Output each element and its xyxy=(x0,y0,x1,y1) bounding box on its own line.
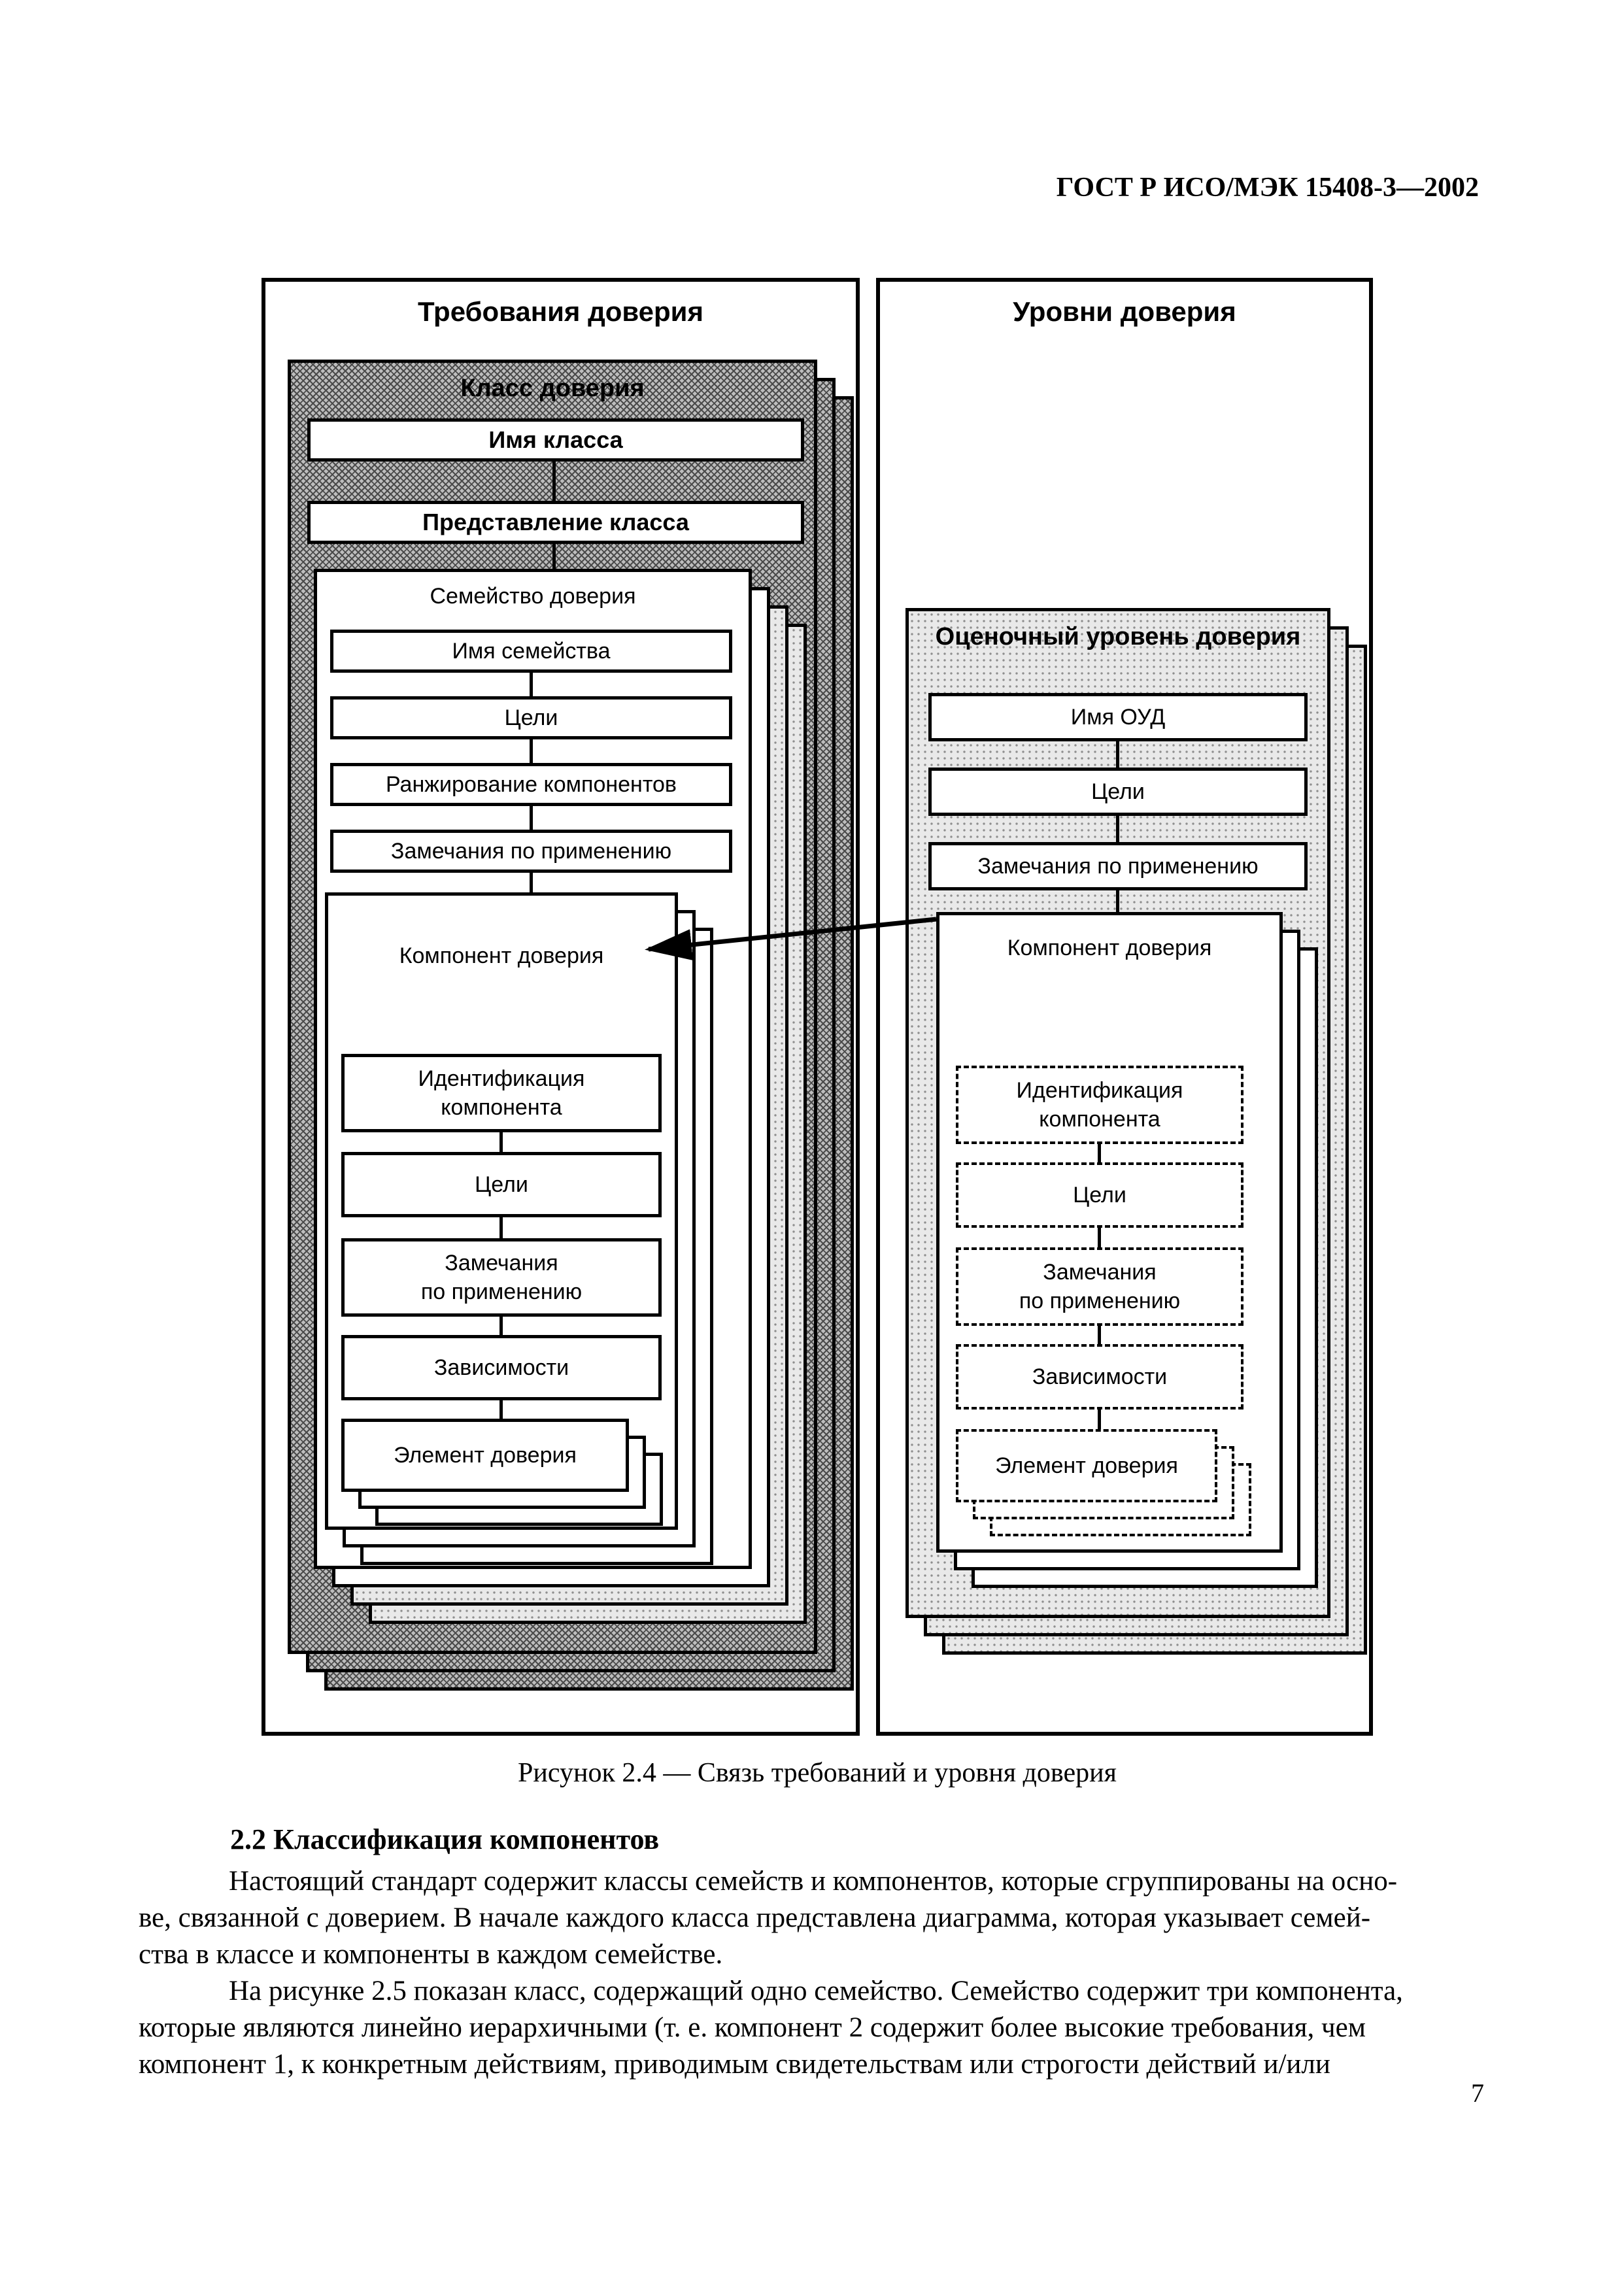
eal-name-box: Имя ОУД xyxy=(928,693,1308,741)
levels-title: Уровни доверия xyxy=(1013,296,1236,327)
class-name-box: Имя класса xyxy=(307,418,804,462)
eal-label: Оценочный уровень доверия xyxy=(935,623,1301,650)
figure-caption: Рисунок 2.4 — Связь требований и уровня … xyxy=(518,1758,1117,1788)
connector xyxy=(1116,816,1119,842)
level-component-dependencies-box: Зависимости xyxy=(956,1344,1243,1410)
component-notes-box: Замечания по применению xyxy=(341,1238,662,1317)
connector xyxy=(552,462,556,501)
level-element-box: Элемент доверия xyxy=(956,1429,1217,1502)
connector xyxy=(1098,1144,1101,1162)
assurance-component-label: Компонент доверия xyxy=(399,943,604,968)
body-text-line: Настоящий стандарт содержит классы семей… xyxy=(229,1866,1398,1897)
connector xyxy=(530,806,533,830)
level-component-objectives-box: Цели xyxy=(956,1162,1243,1228)
assurance-element-box: Элемент доверия xyxy=(341,1419,629,1492)
connector xyxy=(499,1317,503,1335)
body-text-line: ства в классе и компоненты в каждом семе… xyxy=(139,1939,723,1970)
connector xyxy=(1098,1410,1101,1429)
connector xyxy=(1098,1228,1101,1247)
class-presentation-box: Представление класса xyxy=(307,501,804,544)
component-identification-box: Идентификация компонента xyxy=(341,1054,662,1132)
body-text-line: На рисунке 2.5 показан класс, содержащий… xyxy=(229,1976,1403,2006)
body-text-line: ве, связанной с доверием. В начале каждо… xyxy=(139,1902,1371,1933)
page-number: 7 xyxy=(1471,2078,1484,2108)
connector xyxy=(1116,890,1119,912)
family-name-box: Имя семейства xyxy=(330,630,732,673)
eal-objectives-box: Цели xyxy=(928,768,1308,816)
connector xyxy=(530,673,533,696)
connector xyxy=(499,1132,503,1152)
family-notes-box: Замечания по применению xyxy=(330,830,732,873)
connector xyxy=(499,1217,503,1238)
level-component-identification-box: Идентификация компонента xyxy=(956,1066,1243,1144)
connector xyxy=(530,739,533,763)
body-text-line: которые являются линейно иерархичными (т… xyxy=(139,2012,1366,2043)
component-objectives-box: Цели xyxy=(341,1152,662,1217)
body-text-line: компонент 1, к конкретным действиям, при… xyxy=(139,2049,1330,2080)
family-ranking-box: Ранжирование компонентов xyxy=(330,763,732,806)
section-heading: 2.2 Классификация компонентов xyxy=(230,1823,660,1855)
eal-notes-box: Замечания по применению xyxy=(928,842,1308,890)
standard-header: ГОСТ Р ИСО/МЭК 15408-3—2002 xyxy=(1056,173,1479,203)
family-objectives-box: Цели xyxy=(330,696,732,739)
assurance-class-label: Класс доверия xyxy=(460,375,645,402)
connector xyxy=(530,873,533,892)
level-component-notes-box: Замечания по применению xyxy=(956,1247,1243,1326)
connector xyxy=(552,544,556,569)
requirements-title: Требования доверия xyxy=(417,296,704,327)
assurance-family-label: Семейство доверия xyxy=(430,584,636,609)
connector xyxy=(1098,1326,1101,1344)
connector xyxy=(1116,741,1119,768)
component-dependencies-box: Зависимости xyxy=(341,1335,662,1400)
connector xyxy=(499,1400,503,1419)
level-component-label: Компонент доверия xyxy=(1007,936,1212,960)
